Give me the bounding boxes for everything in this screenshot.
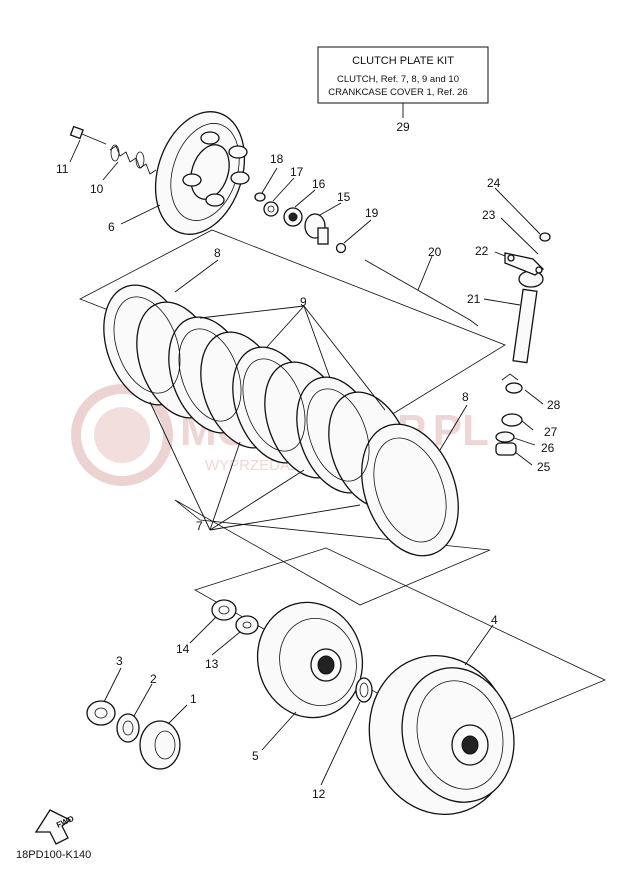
washer-17 (263, 201, 279, 217)
bearing-25 (495, 442, 517, 456)
callout-29: 29 (396, 120, 410, 134)
callout-7: 7 (196, 519, 203, 533)
ball-19 (335, 242, 347, 254)
watermark-logo (71, 384, 173, 486)
clutch-boss-5 (256, 601, 364, 719)
callout-17: 17 (290, 165, 304, 179)
callout-leaders (69, 139, 544, 786)
callout-2: 2 (150, 672, 157, 686)
callout-23: 23 (482, 208, 496, 222)
callout-15: 15 (337, 190, 351, 204)
callout-19: 19 (365, 206, 379, 220)
callout-26: 26 (541, 441, 555, 455)
callout-1: 1 (190, 692, 197, 706)
push-lever-shaft (504, 252, 544, 364)
callout-numbers: 1 2 3 4 5 6 7 8 8 9 10 11 12 13 14 15 16… (56, 152, 561, 801)
callout-6: 6 (108, 220, 115, 234)
callout-8-right: 8 (462, 390, 469, 404)
plate-lead-lines (149, 259, 468, 531)
diagram-code: 18PD100-K140 (16, 849, 91, 861)
callout-11: 11 (56, 162, 69, 176)
oil-seal-27 (501, 413, 523, 427)
thrust-washer-12 (355, 677, 373, 703)
callout-22: 22 (475, 244, 489, 258)
kit-line-1: CLUTCH, Ref. 7, 8, 9 and 10 (337, 74, 459, 85)
nut-14 (211, 599, 237, 621)
callout-8-top: 8 (214, 246, 221, 260)
callout-27: 27 (544, 425, 558, 439)
clutch-plate-kit-box: CLUTCH PLATE KIT CLUTCH, Ref. 7, 8, 9 an… (317, 46, 489, 134)
clutch-plate-stack (79, 229, 506, 606)
callout-12: 12 (312, 787, 326, 801)
push-rod-15 (304, 213, 329, 245)
push-rod-20 (364, 259, 479, 327)
bearing-16 (283, 207, 303, 227)
oil-seal-26 (495, 431, 515, 443)
callout-21: 21 (467, 292, 481, 306)
washer-2 (116, 713, 140, 743)
clutch-housing-4 (368, 654, 515, 816)
washer-18 (254, 192, 266, 202)
fwd-arrow: FWD (34, 809, 76, 845)
callout-24: 24 (487, 176, 501, 190)
callout-18: 18 (270, 152, 284, 166)
lock-washer-13 (235, 615, 259, 635)
callout-14: 14 (176, 642, 190, 656)
washer-28 (501, 373, 523, 394)
washer-24 (539, 232, 551, 242)
bolt (69, 125, 107, 145)
gear-1 (139, 720, 181, 770)
clutch-spring (109, 144, 157, 175)
callout-5: 5 (252, 749, 259, 763)
callout-25: 25 (537, 460, 551, 474)
callout-3: 3 (116, 654, 123, 668)
friction-plates (103, 284, 459, 557)
callout-9: 9 (300, 295, 307, 309)
callout-20: 20 (428, 245, 442, 259)
callout-16: 16 (312, 177, 326, 191)
callout-4: 4 (491, 613, 498, 627)
nut-3 (86, 700, 116, 726)
kit-title: CLUTCH PLATE KIT (352, 55, 454, 67)
pressure-plate (154, 111, 250, 235)
callout-28: 28 (547, 398, 561, 412)
callout-10: 10 (90, 182, 104, 196)
callout-13: 13 (205, 657, 219, 671)
kit-line-2: CRANKCASE COVER 1, Ref. 26 (328, 87, 467, 98)
